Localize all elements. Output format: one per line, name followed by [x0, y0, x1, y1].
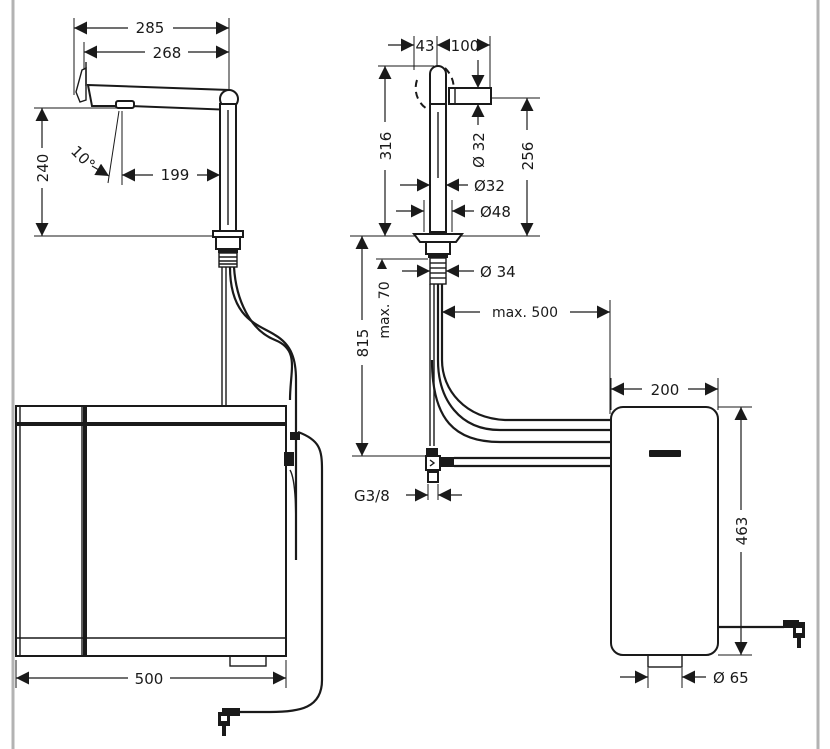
- front-view: 43 100 316 Ø 32 256 Ø32: [350, 36, 612, 505]
- boiler-body: [610, 406, 719, 656]
- dim-label-body-diameter: Ø32: [474, 177, 505, 195]
- dim-label-base-diameter: Ø48: [480, 203, 511, 221]
- dim-label-spout-height: 240: [34, 154, 52, 183]
- angle-valve-icon: [425, 448, 612, 483]
- boiler-outlet-side: [229, 655, 267, 667]
- dim-label-handle-length: 100: [451, 37, 480, 55]
- tap-spout: [75, 62, 239, 112]
- hose-curve-2: [232, 266, 294, 401]
- tap-nut-front: [428, 254, 448, 258]
- spout-arm: [86, 83, 235, 112]
- dim-label-spout-reach-total: 285: [136, 19, 165, 37]
- dim-label-unit-height: 463: [733, 517, 751, 546]
- power-plug-icon: [218, 708, 240, 736]
- dim-arrow-angle: [91, 163, 110, 177]
- dim-label-spray-angle: 10°: [67, 142, 99, 174]
- tap-shank-front: [429, 257, 447, 285]
- side-view: 285 268 240 10°: [15, 18, 324, 736]
- cabinet: [15, 405, 287, 667]
- power-cable: [240, 430, 324, 714]
- tap-base-front: [425, 241, 451, 255]
- tap-base-flange-front: [412, 233, 464, 243]
- power-plug-icon: [783, 620, 805, 648]
- tap-handle-front: [448, 87, 492, 105]
- tap-nut: [218, 249, 238, 253]
- spray-angle-line: [107, 110, 120, 184]
- cabinet-door: [85, 405, 287, 657]
- dim-label-handle-offset: 43: [415, 37, 434, 55]
- side-valve: [284, 452, 294, 466]
- tap-base: [215, 236, 241, 250]
- side-pipe: [289, 469, 297, 556]
- cabinet-side-panel: [15, 405, 85, 657]
- dim-label-outlet-to-body: 199: [161, 166, 190, 184]
- boiler-outlet: [647, 654, 683, 668]
- dim-label-handle-diameter: Ø 32: [470, 132, 488, 168]
- spray-head: [115, 100, 135, 109]
- hose-curve-front-1: [436, 284, 612, 432]
- dim-label-outlet-diameter: Ø 65: [713, 669, 749, 687]
- dim-label-spout-reach-outlet: 268: [153, 44, 182, 62]
- dim-label-total-height: 316: [377, 132, 395, 161]
- spout-lever: [75, 66, 87, 103]
- side-connector: [290, 432, 300, 440]
- hose-curve-1: [228, 266, 298, 560]
- hose-curve-front-3: [430, 359, 612, 444]
- dim-label-handle-height: 256: [519, 142, 537, 171]
- boiler-unit: 200 463 Ø 65: [610, 378, 805, 688]
- dim-label-max-deck-thickness: max. 70: [377, 281, 393, 338]
- dim-label-connection-thread: G3/8: [354, 487, 390, 505]
- dim-label-hose-length: 815: [354, 329, 372, 358]
- dim-label-hose-reach: max. 500: [492, 305, 558, 321]
- dim-label-unit-width: 200: [651, 381, 680, 399]
- dim-label-cabinet-width: 500: [135, 670, 164, 688]
- dim-label-shank-diameter: Ø 34: [480, 263, 516, 281]
- hose-curve-front-2: [440, 284, 612, 422]
- dim-arrow-max70: [377, 259, 387, 269]
- boiler-display: [649, 450, 681, 457]
- tap-shank-thread: [218, 252, 238, 268]
